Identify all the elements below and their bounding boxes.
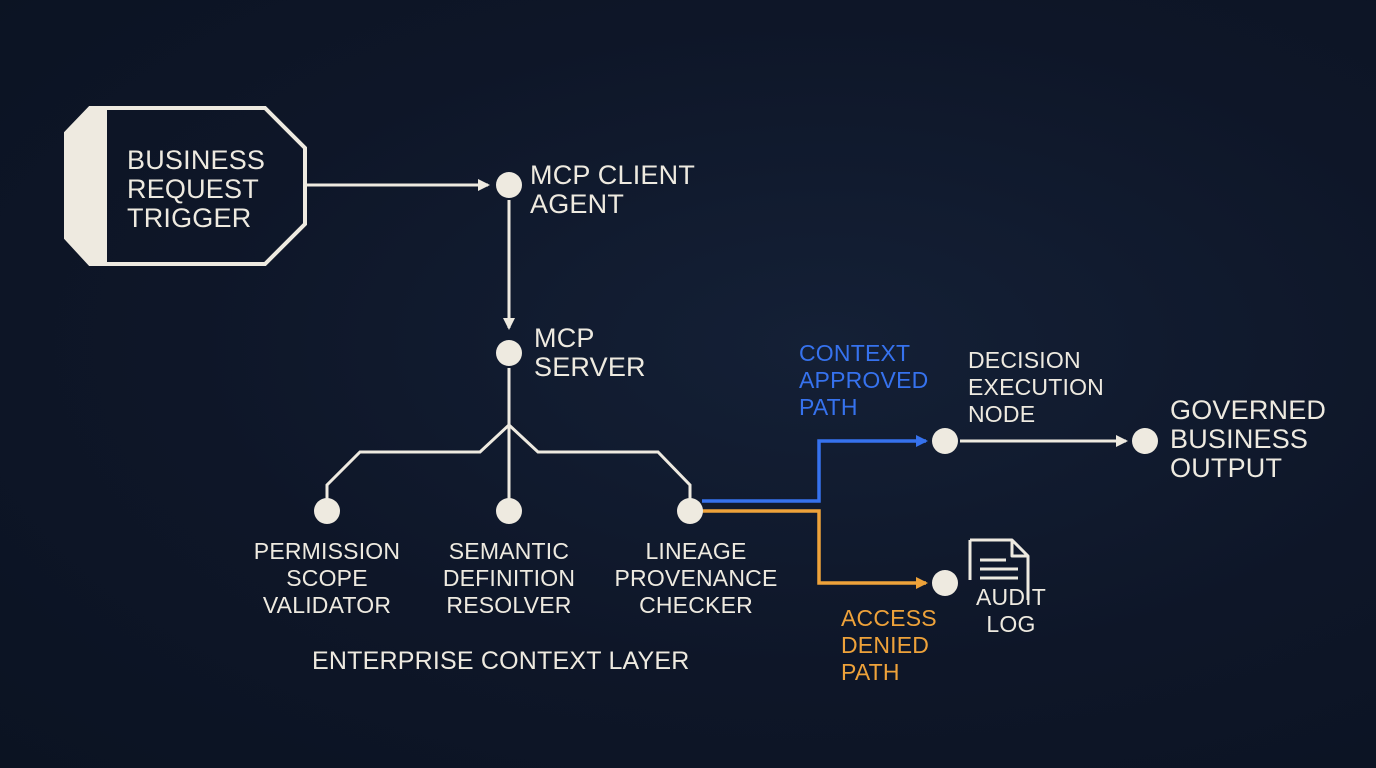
denied-path-label: ACCESS DENIED PATH — [841, 605, 937, 685]
denied-path-line — [702, 509, 928, 589]
document-icon — [968, 538, 1030, 600]
lineage-node-dot — [677, 498, 703, 524]
trigger-label: BUSINESS REQUEST TRIGGER — [127, 145, 266, 233]
audit-label: AUDIT LOG — [976, 584, 1046, 637]
output-label: GOVERNED BUSINESS OUTPUT — [1170, 395, 1327, 483]
approved-path-line — [702, 435, 928, 503]
client-label: MCP CLIENT AGENT — [530, 160, 696, 219]
output-node-dot — [1132, 428, 1158, 454]
approved-path-label: CONTEXT APPROVED PATH — [799, 340, 929, 420]
lineage-label: LINEAGE PROVENANCE CHECKER — [614, 538, 778, 618]
decision-node-dot — [932, 428, 958, 454]
trigger-tab — [66, 108, 107, 264]
semantic-label: SEMANTIC DEFINITION RESOLVER — [442, 538, 576, 618]
client-node-dot — [496, 172, 522, 198]
server-node-dot — [496, 340, 522, 366]
permission-node-dot — [314, 498, 340, 524]
connector-server-branches — [325, 368, 692, 511]
decision-label: DECISION EXECUTION NODE — [968, 347, 1104, 427]
semantic-node-dot — [496, 498, 522, 524]
server-label: MCP SERVER — [534, 323, 646, 382]
permission-label: PERMISSION SCOPE VALIDATOR — [253, 538, 401, 618]
layer-label: ENTERPRISE CONTEXT LAYER — [312, 647, 690, 675]
audit-node-dot — [932, 570, 958, 596]
